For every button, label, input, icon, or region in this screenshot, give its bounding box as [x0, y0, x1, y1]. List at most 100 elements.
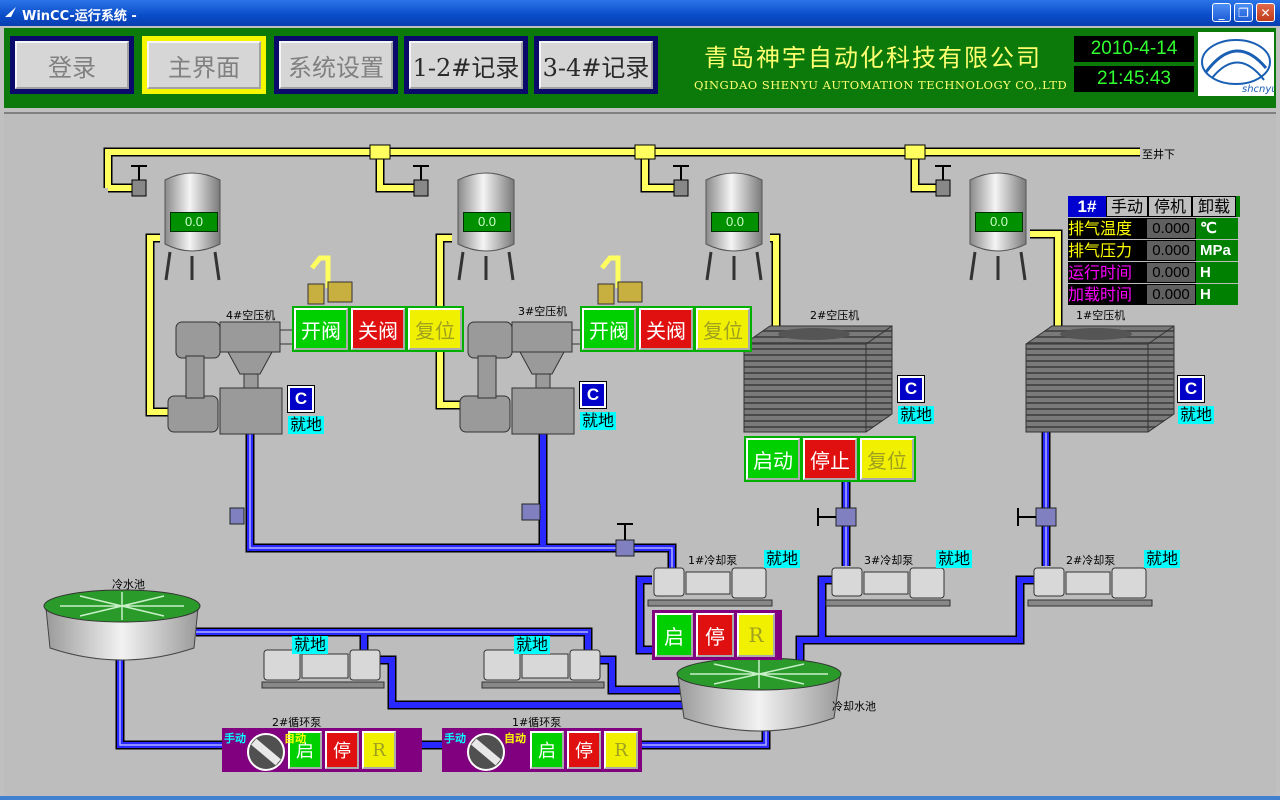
compressor-2-local-status: 就地 [898, 405, 935, 424]
compressor-3-open-valve-button[interactable]: 开阀 [582, 308, 636, 350]
compressor-2-reset-button[interactable]: 复位 [860, 438, 914, 480]
air-pipe [105, 149, 1140, 415]
cooling-pump-2 [1027, 567, 1153, 607]
compressor-4-mode-button[interactable]: C [287, 385, 315, 413]
info-row-label: 排气压力 [1068, 240, 1146, 261]
settings-button[interactable]: 系统设置 [274, 36, 398, 94]
tank-4-pressure: 0.0 [975, 212, 1023, 232]
circulation-pump-2-label: 2#循环泵 [272, 716, 322, 729]
compressor-4-open-valve-button[interactable]: 开阀 [294, 308, 348, 350]
record-1-2-button[interactable]: 1-2#记录 [404, 36, 528, 94]
main-screen-button[interactable]: 主界面 [142, 36, 266, 94]
circulation-pump-2-local-status: 就地 [292, 635, 329, 654]
company-name-cn: 青岛神宇自动化科技有限公司 [704, 44, 1042, 72]
main-screen-label: 主界面 [147, 41, 261, 89]
wincc-icon [5, 7, 16, 17]
circulation-pump-1-label: 1#循环泵 [512, 716, 562, 729]
circulation-pump-2-reset-button[interactable]: R [362, 731, 396, 769]
company-name-en: QINGDAO SHENYU AUTOMATION TECHNOLOGY CO,… [694, 78, 1068, 92]
tank-3-pressure: 0.0 [711, 212, 759, 232]
settings-label: 系统设置 [279, 41, 393, 89]
minimize-button[interactable]: _ [1212, 3, 1231, 22]
cooling-pump-1-local-status: 就地 [764, 549, 801, 568]
info-row-loadtime: 加载时间 0.000 H [1068, 284, 1240, 305]
compressor-3-local-status: 就地 [580, 411, 617, 430]
time-display: 21:45:43 [1074, 66, 1194, 92]
info-row-pressure: 排气压力 0.000 MPa [1068, 240, 1240, 261]
compressor-4-reset-button[interactable]: 复位 [408, 308, 462, 350]
compressor-2-mode-button[interactable]: C [897, 375, 925, 403]
compressor-3-reset-button[interactable]: 复位 [696, 308, 750, 350]
circulation-pump-2-stop-button[interactable]: 停 [325, 731, 359, 769]
circulation-pump-1 [481, 649, 605, 689]
date-display: 2010-4-14 [1074, 36, 1194, 62]
water-valve-icons [229, 503, 1057, 557]
cooling-pump-3-local-status: 就地 [936, 549, 973, 568]
circulation-pump-1-manual-label: 手动 [444, 732, 466, 745]
compressor-4-close-valve-button[interactable]: 关阀 [351, 308, 405, 350]
compressor-4-label: 4#空压机 [226, 309, 276, 322]
cooling-pump-1-stop-button[interactable]: 停 [696, 613, 734, 657]
circulation-pump-2-mode-switch[interactable] [246, 732, 286, 772]
info-row-unit: H [1196, 262, 1238, 283]
close-button[interactable]: ✕ [1256, 3, 1275, 22]
compressor-2-label: 2#空压机 [810, 309, 860, 322]
compressor-3-label: 3#空压机 [518, 305, 568, 318]
compressor-4-valve-controls: 开阀 关阀 复位 [292, 306, 464, 352]
circulation-pump-1-stop-button[interactable]: 停 [567, 731, 601, 769]
compressor-1-label: 1#空压机 [1076, 309, 1126, 322]
info-row-label: 运行时间 [1068, 262, 1146, 283]
info-row-label: 加载时间 [1068, 284, 1146, 305]
login-label: 登录 [15, 41, 129, 89]
record-3-4-button[interactable]: 3-4#记录 [534, 36, 658, 94]
compressor-1-info-panel: 1# 手动 停机 卸载 排气温度 0.000 ℃ 排气压力 0.000 MPa … [1068, 196, 1240, 306]
compressor-2-controls: 启动 停止 复位 [744, 436, 916, 482]
compressor-3-close-valve-button[interactable]: 关阀 [639, 308, 693, 350]
info-stop-status: 停机 [1148, 196, 1192, 217]
circulation-pump-1-auto-label: 自动 [504, 732, 526, 745]
cooling-pump-2-label: 2#冷却泵 [1066, 554, 1116, 567]
info-row-unit: ℃ [1196, 218, 1238, 239]
compressor-1-mode-button[interactable]: C [1177, 375, 1205, 403]
circulation-pump-1-mode-switch[interactable] [466, 732, 506, 772]
window-titlebar: WinCC-运行系统 - _ ❐ ✕ [0, 0, 1280, 26]
circulation-pump-1-reset-button[interactable]: R [604, 731, 638, 769]
circulation-pump-2-controls: 启 停 R [222, 728, 422, 772]
login-button[interactable]: 登录 [10, 36, 134, 94]
circulation-pump-2-start-button[interactable]: 启 [288, 731, 322, 769]
solenoid-valve-icons [307, 255, 643, 305]
cooling-pump-1 [647, 567, 773, 607]
cooling-pump-2-local-status: 就地 [1144, 549, 1181, 568]
compressor-1 [1025, 325, 1175, 433]
record-3-4-label: 3-4#记录 [539, 41, 653, 89]
compressor-3-mode-button[interactable]: C [579, 381, 607, 409]
info-row-unit: MPa [1196, 240, 1238, 261]
compressor-2-stop-button[interactable]: 停止 [803, 438, 857, 480]
maximize-button[interactable]: ❐ [1234, 3, 1253, 22]
info-row-value: 0.000 [1146, 284, 1196, 305]
info-row-label: 排气温度 [1068, 218, 1146, 239]
circulation-pump-2-manual-label: 手动 [224, 732, 246, 745]
cooling-pump-1-controls: 启 停 R [652, 610, 782, 660]
circulation-pump-1-local-status: 就地 [514, 635, 551, 654]
cooling-water-pool [676, 657, 842, 732]
cooling-pump-1-reset-button[interactable]: R [737, 613, 775, 657]
company-logo: shcnyu [1198, 32, 1278, 96]
gate-valve-icons [131, 165, 951, 197]
cooling-pump-3-label: 3#冷却泵 [864, 554, 914, 567]
compressor-4 [167, 321, 297, 435]
cooling-pool-label: 冷却水池 [832, 700, 876, 713]
window-title: WinCC-运行系统 - [22, 9, 137, 24]
info-row-value: 0.000 [1146, 218, 1196, 239]
circulation-pump-1-start-button[interactable]: 启 [530, 731, 564, 769]
cooling-pump-1-start-button[interactable]: 启 [655, 613, 693, 657]
info-unload-status: 卸载 [1192, 196, 1236, 217]
info-row-value: 0.000 [1146, 262, 1196, 283]
tank-1-pressure: 0.0 [170, 212, 218, 232]
cooling-pump-3 [825, 567, 951, 607]
svg-text:shcnyu: shcnyu [1242, 84, 1274, 95]
compressor-2-start-button[interactable]: 启动 [746, 438, 800, 480]
compressor-4-local-status: 就地 [288, 415, 325, 434]
info-row-temp: 排气温度 0.000 ℃ [1068, 218, 1240, 239]
